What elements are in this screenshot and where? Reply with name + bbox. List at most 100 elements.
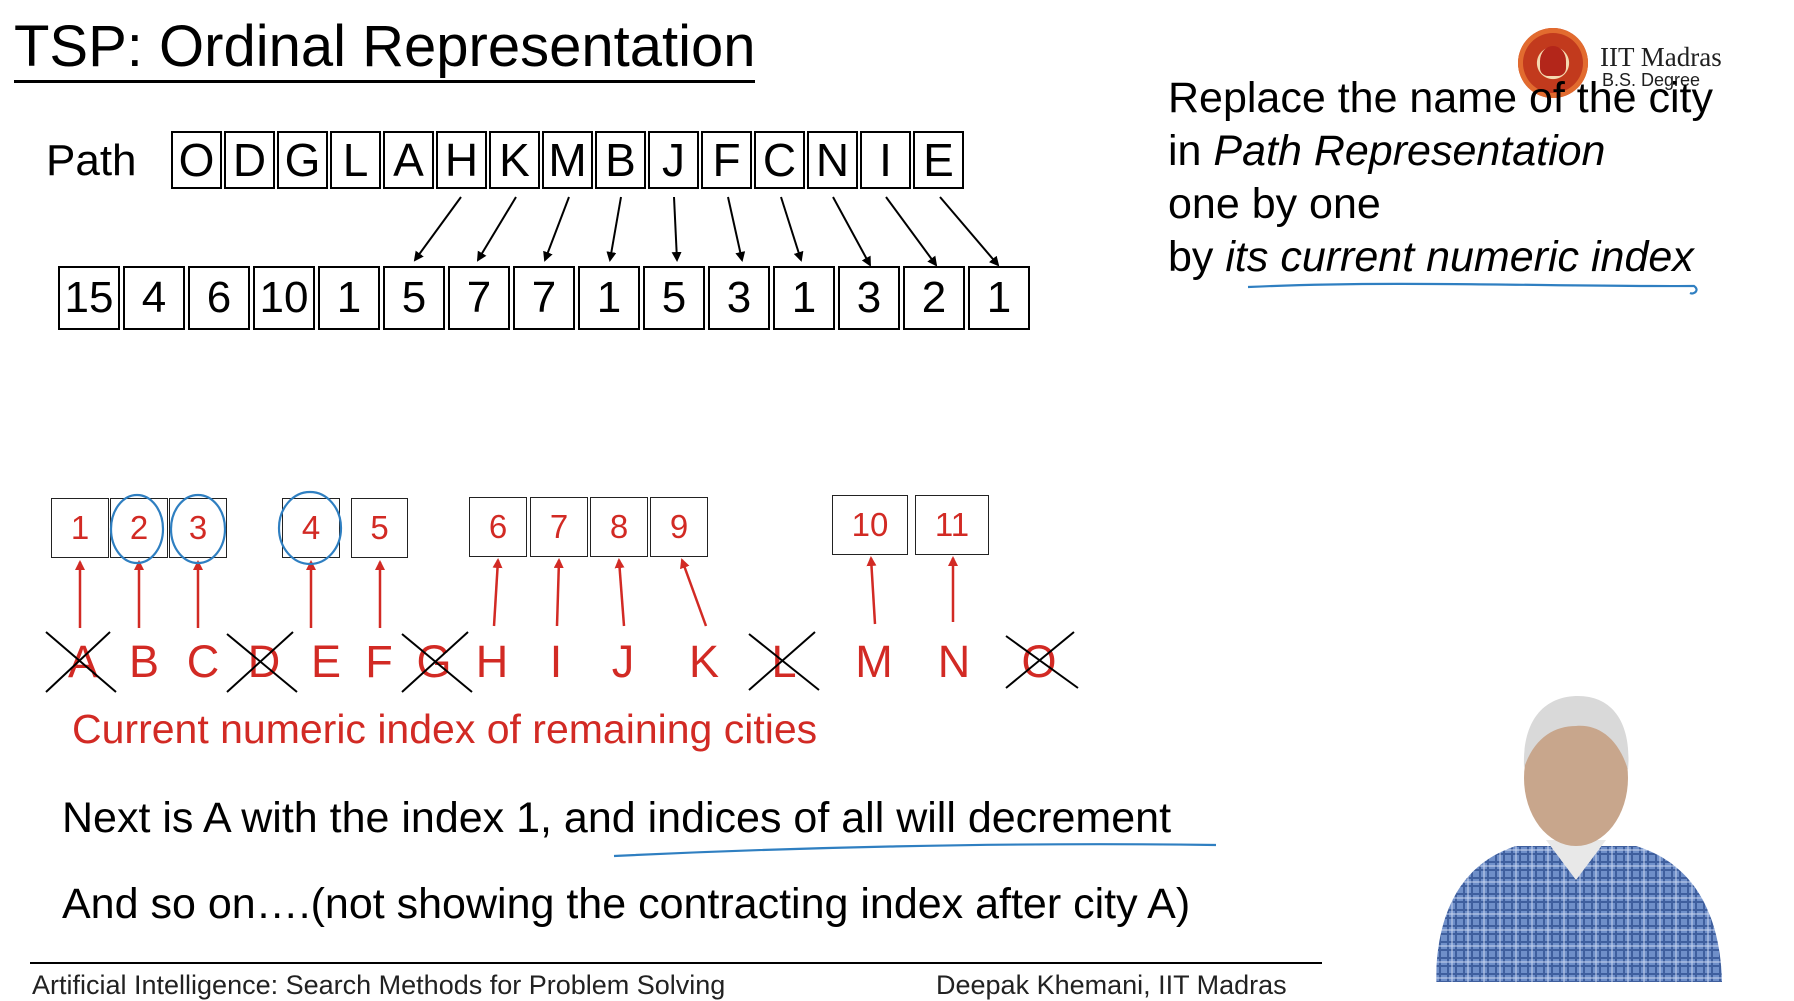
cross-out-l — [748, 631, 820, 691]
note-line-4: by its current numeric index — [1168, 231, 1713, 284]
mapping-arrow — [543, 196, 570, 262]
index-box: 1 — [51, 498, 109, 558]
pen-annotations — [109, 282, 1698, 858]
index-arrow — [553, 558, 564, 627]
underline-decrement — [613, 843, 1217, 858]
mapping-arrow — [671, 196, 682, 262]
city-letter: H — [475, 636, 509, 687]
footer-divider — [30, 962, 1322, 964]
city-letter: K — [688, 636, 719, 687]
presenter-video — [1396, 666, 1756, 982]
path-cell: D — [224, 131, 275, 189]
iit-madras-logo: IIT Madras B.S. Degree — [1518, 28, 1738, 98]
path-cell: M — [542, 131, 593, 189]
ordinal-cell: 6 — [188, 266, 250, 330]
note-line-2: in Path Representation — [1168, 125, 1713, 178]
ordinal-cell: 2 — [903, 266, 965, 330]
path-cell: I — [860, 131, 911, 189]
ordinal-row: 15 4 6 10 1 5 7 7 1 5 3 1 3 2 1 — [58, 266, 1033, 330]
ordinal-cell: 4 — [123, 266, 185, 330]
city-letter: J — [611, 636, 635, 687]
path-row: O D G L A H K M B J F C N I E — [171, 131, 966, 189]
note-line-4-italic: its current numeric index — [1225, 233, 1694, 281]
city-letter: M — [855, 636, 893, 687]
mapping-arrow — [476, 196, 517, 262]
logo-subtitle: B.S. Degree — [1602, 70, 1701, 90]
index-box: 10 — [832, 495, 908, 555]
note-line-1: Replace the name of the city — [1168, 74, 1713, 122]
cross-out-g — [401, 631, 473, 693]
ordinal-cell: 1 — [773, 266, 835, 330]
path-cell: F — [701, 131, 752, 189]
ordinal-cell: 5 — [383, 266, 445, 330]
city-letter: C — [186, 636, 220, 687]
note-line-2-prefix: in — [1168, 127, 1214, 175]
index-box: 3 — [169, 498, 227, 558]
ordinal-cell: 10 — [253, 266, 315, 330]
city-letter: B — [128, 636, 159, 687]
ordinal-cell: 15 — [58, 266, 120, 330]
cross-out-o — [1005, 631, 1079, 689]
path-cell: H — [436, 131, 487, 189]
city-letter: I — [549, 636, 563, 687]
city-letter: F — [365, 636, 393, 687]
index-box: 9 — [650, 497, 708, 557]
ordinal-cell: 3 — [708, 266, 770, 330]
index-arrow — [680, 558, 708, 627]
city-to-index-arrows — [75, 556, 958, 628]
remaining-cities-caption: Current numeric index of remaining citie… — [72, 706, 818, 752]
mapping-arrow — [606, 196, 622, 262]
index-box: 8 — [590, 497, 648, 557]
ordinal-cell: 5 — [643, 266, 705, 330]
mapping-arrow — [413, 196, 462, 262]
note-line-3: one by one — [1168, 180, 1381, 228]
city-letter: D — [247, 636, 281, 687]
instruction-note: Replace the name of the city in Path Rep… — [1168, 72, 1713, 284]
path-cell: K — [489, 131, 540, 189]
path-to-ordinal-arrows — [413, 196, 1000, 267]
path-cell: N — [807, 131, 858, 189]
index-arrow — [614, 558, 626, 627]
slide-title: TSP: Ordinal Representation — [14, 14, 756, 83]
circle-index-3 — [169, 493, 227, 565]
ordinal-cell: 1 — [578, 266, 640, 330]
ordinal-cell: 1 — [318, 266, 380, 330]
cross-out-a — [45, 631, 117, 693]
ordinal-cell: 1 — [968, 266, 1030, 330]
iit-seal-icon — [1518, 28, 1588, 98]
mapping-arrow — [780, 196, 804, 262]
cross-out-d — [226, 631, 298, 693]
path-cell: A — [383, 131, 434, 189]
note-line-4-prefix: by — [1168, 233, 1226, 281]
city-letter: N — [937, 636, 971, 687]
index-box: 11 — [915, 495, 989, 555]
path-cell: B — [595, 131, 646, 189]
mapping-arrow — [832, 196, 871, 267]
path-cell: C — [754, 131, 805, 189]
presenter-silhouette — [1436, 696, 1722, 982]
path-cell: G — [277, 131, 328, 189]
index-box: 4 — [282, 498, 340, 558]
path-cell: E — [913, 131, 964, 189]
ordinal-cell: 7 — [448, 266, 510, 330]
logo-name: IIT Madras — [1600, 42, 1722, 72]
index-arrow — [866, 556, 877, 625]
mapping-arrow — [939, 196, 1000, 267]
ordinal-cell: 3 — [838, 266, 900, 330]
mapping-arrow — [885, 196, 938, 267]
path-label: Path — [46, 136, 137, 185]
underline-numeric-index — [1247, 282, 1698, 295]
city-letter: E — [310, 636, 341, 687]
ordinal-cell: 7 — [513, 266, 575, 330]
cross-out-marks — [45, 631, 1079, 693]
note-line-2-italic: Path Representation — [1213, 127, 1606, 175]
path-cell: O — [171, 131, 222, 189]
path-cell: J — [648, 131, 699, 189]
index-box: 6 — [469, 497, 527, 557]
mapping-arrow — [727, 196, 746, 262]
index-arrow — [492, 558, 503, 627]
city-letter: A — [67, 636, 98, 687]
explanation-line-1: Next is A with the index 1, and indices … — [62, 794, 1172, 842]
explanation-line-2: And so on….(not showing the contracting … — [62, 880, 1191, 928]
